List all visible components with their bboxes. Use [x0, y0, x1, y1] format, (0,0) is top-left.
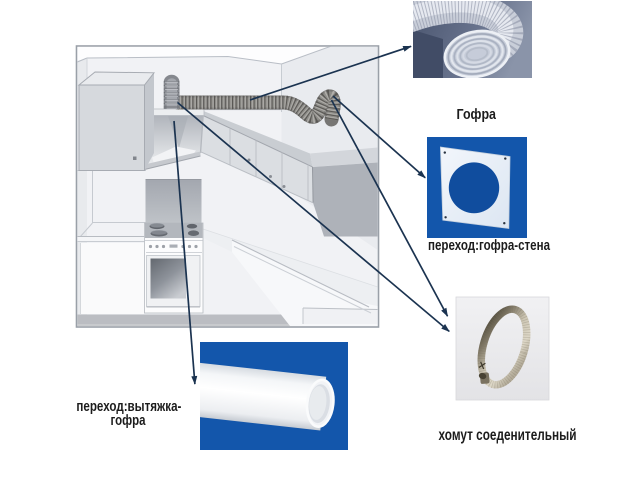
svg-text:Гофра: Гофра	[457, 106, 497, 123]
svg-text:переход:вытяжка-: переход:вытяжка-	[76, 399, 181, 415]
svg-text:хомут соеденительный: хомут соеденительный	[439, 427, 577, 444]
svg-text:переход:гофра-стена: переход:гофра-стена	[428, 237, 551, 254]
svg-text:гофра: гофра	[111, 413, 147, 429]
